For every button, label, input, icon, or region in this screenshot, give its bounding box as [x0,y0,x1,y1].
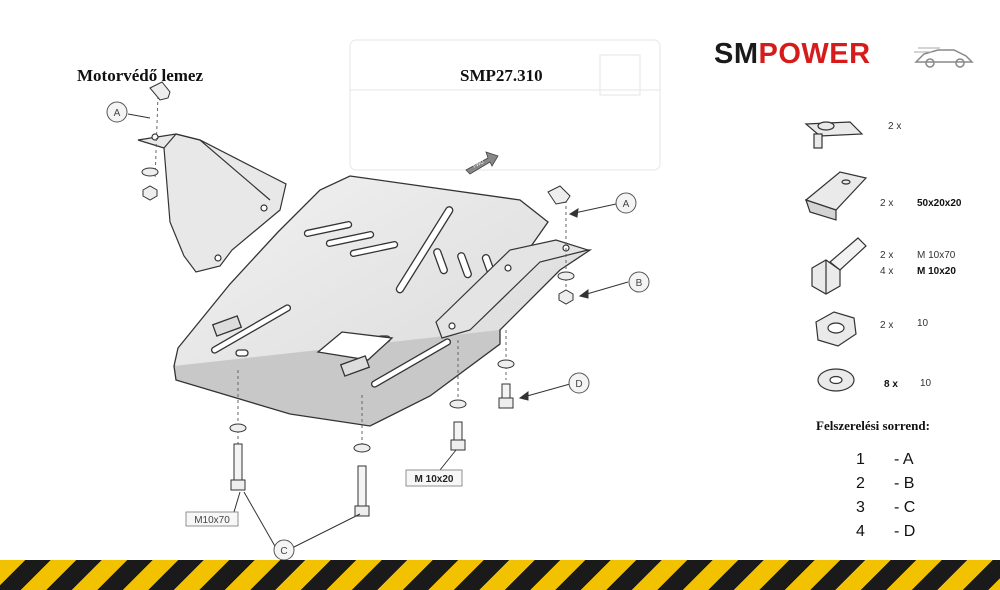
bolt-m10x70-1 [230,443,246,491]
callout-b: B [628,271,650,293]
callout-d-label: D [575,379,582,390]
callout-a-right-label: A [623,199,630,210]
left-bracket [137,133,287,273]
callout-a-left-label: A [114,108,121,119]
sequence-step-number: 2 [856,475,865,492]
parts-icons [804,121,868,392]
part-3-size-2: M 10x20 [917,266,956,277]
label-m10x20-text: M 10x20 [415,474,454,485]
sequence-step-number: 3 [856,499,865,516]
skid-plate [173,175,593,427]
sequence-step: 2 - B [856,475,956,499]
sequence-step-label: - D [894,523,916,540]
hardware [141,81,575,517]
logo-text-power: POWER [758,38,871,70]
product-code: SMP27.310 [460,66,543,85]
part-3-qty: 2 x [880,250,894,261]
clip-a-left [149,81,171,101]
fwd-label: FWD [472,159,485,170]
hazard-stripe-footer [0,560,1000,590]
callout-a-left: A [106,101,128,123]
callout-b-label: B [636,278,643,289]
callout-a-right: A [615,192,637,214]
nut-icon [815,311,857,347]
sequence-list: 1 - A 2 - B 3 - C 4 - D [856,451,956,547]
sequence-step: 3 - C [856,499,956,523]
spacer-block-icon [804,171,868,221]
nut-right [558,289,574,305]
sequence-step: 4 - D [856,523,956,547]
page-title: Motorvédő lemez [77,66,204,85]
part-1-qty: 2 x [888,121,902,132]
part-2-size: 50x20x20 [917,198,962,209]
background-sketch [349,39,661,171]
leader-lines [127,113,629,549]
washer-d1 [449,399,467,409]
sequence-step-number: 4 [856,523,865,540]
clip-bracket-icon [804,121,864,149]
callout-c-label: C [280,546,287,557]
nut-left [142,185,158,201]
forward-arrow-icon: FWD [465,151,499,175]
label-m10x20: M 10x20 [405,469,463,487]
part-3-size: M 10x70 [917,250,956,261]
bolt-m10x20-2 [498,383,514,409]
bolt-m10x20-1 [450,421,466,451]
part-2-qty: 2 x [880,198,894,209]
washer-left [141,167,159,177]
logo-text-sm: SM [714,38,759,70]
part-4-qty: 2 x [880,320,894,331]
part-3-qty-2: 4 x [880,266,894,277]
callout-d: D [568,372,590,394]
washer-icon [817,368,855,392]
sequence-step: 1 - A [856,451,956,475]
assembly-lines [154,95,567,470]
car-silhouette-icon [914,47,974,68]
sequence-step-label: - B [894,475,915,492]
callout-c: C [273,539,295,561]
sequence-title: Felszerelési sorrend: [816,418,930,433]
bolt-m10x70-2 [354,465,370,517]
bolt-icon [811,237,867,295]
washer-right [557,271,575,281]
sequence-step-label: - A [894,451,914,468]
washer-c1 [229,423,247,433]
washer-d2 [497,359,515,369]
label-m10x70-text: M10x70 [194,515,230,526]
sequence-step-label: - C [894,499,916,516]
sequence-step-number: 1 [856,451,865,468]
part-4-size: 10 [917,318,929,329]
part-5-qty: 8 x [884,379,898,390]
washer-c2 [353,443,371,453]
label-m10x70: M10x70 [185,511,239,527]
smpower-logo: SMPOWER [714,38,974,78]
clip-a-right [547,185,571,205]
part-5-size: 10 [920,378,932,389]
